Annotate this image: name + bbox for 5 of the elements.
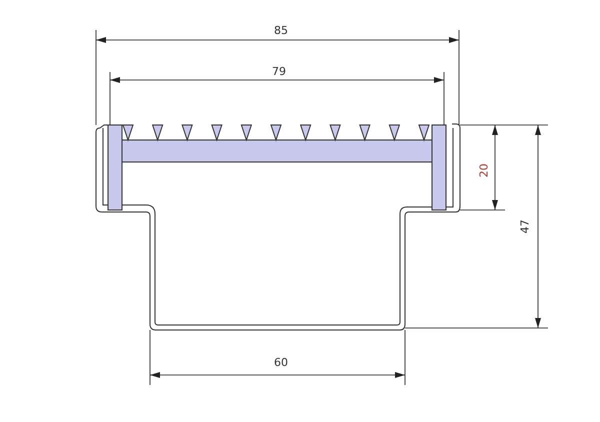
dimension-value: 85 [274, 24, 288, 36]
dimension-value: 47 [520, 219, 530, 233]
dimension-value: 60 [274, 356, 288, 368]
dimension-value: 20 [478, 163, 490, 177]
dimension-value: 79 [272, 66, 286, 76]
